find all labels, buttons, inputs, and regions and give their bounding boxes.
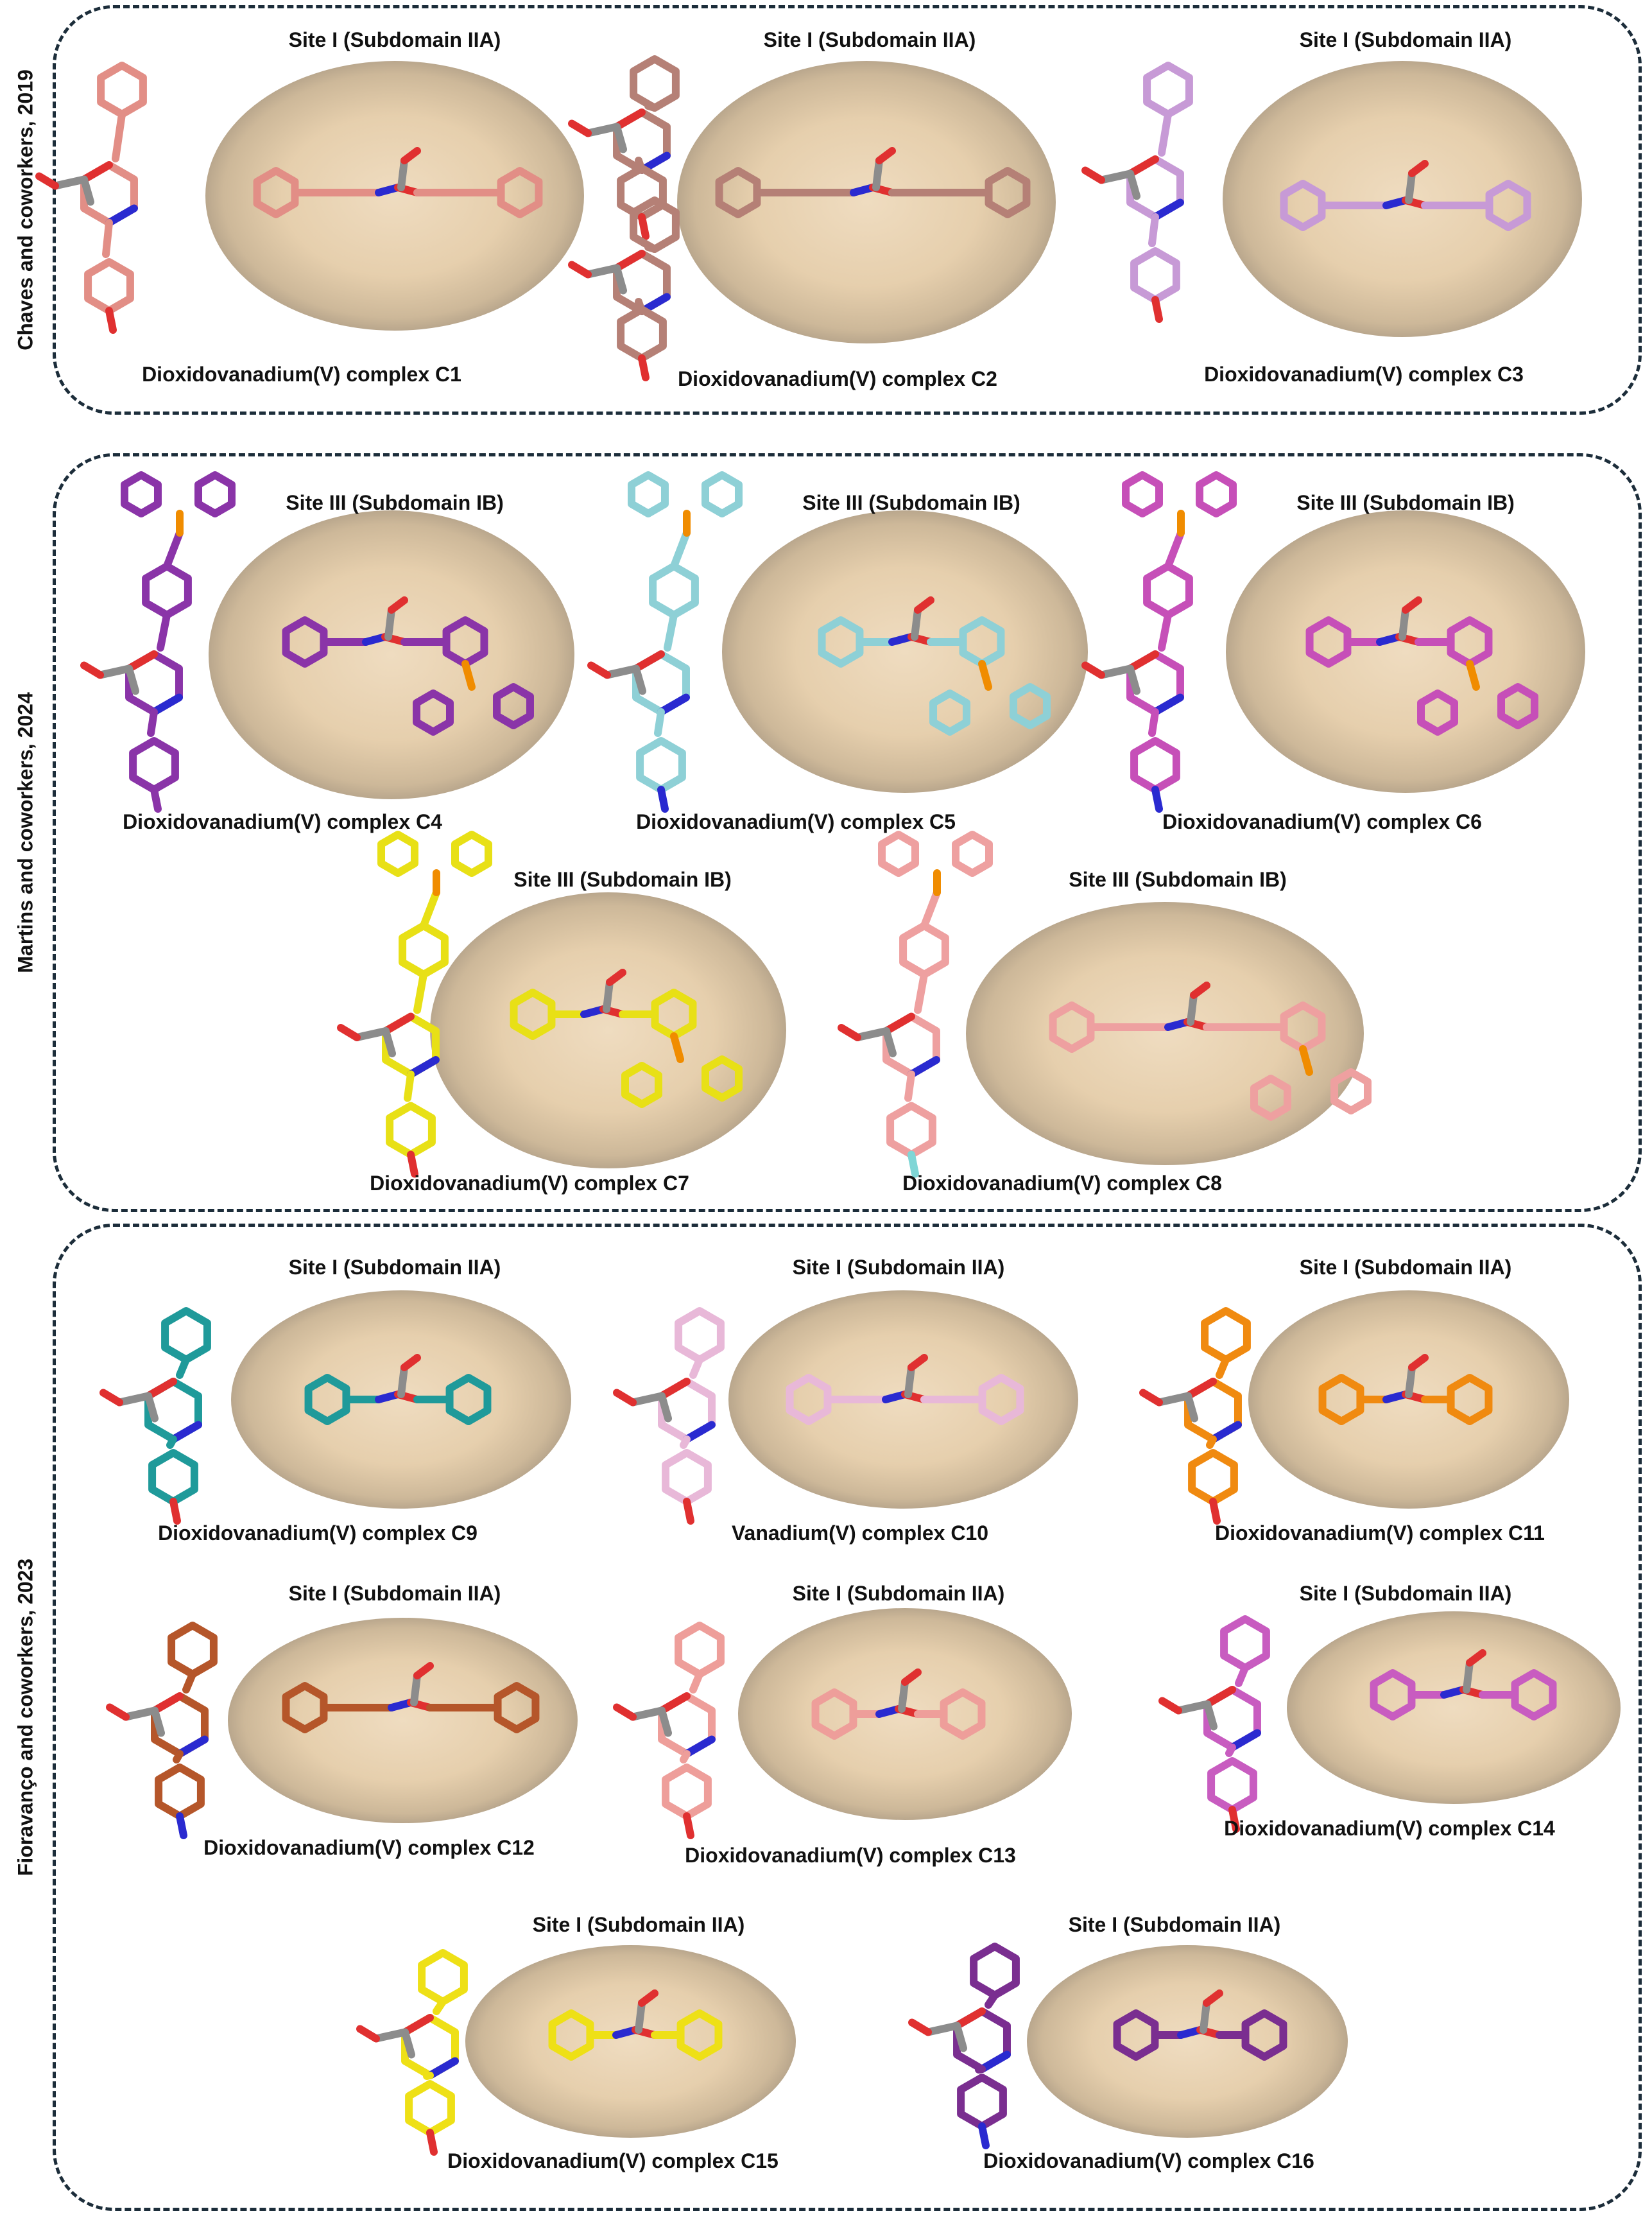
ligand-c16: [908, 1943, 1020, 2149]
group-chaves-2019: [53, 5, 1642, 415]
ligand-c8: [838, 831, 993, 1178]
site-label-c10: Site I (Subdomain IIA): [792, 1256, 1005, 1279]
ligand-c5: [587, 471, 743, 813]
site-label-c9: Site I (Subdomain IIA): [288, 1256, 501, 1279]
site-label-c15: Site I (Subdomain IIA): [532, 1913, 745, 1936]
complex-label-c3: Dioxidovanadium(V) complex C3: [1204, 363, 1524, 386]
group-fioravanco-2023: [53, 1224, 1642, 2211]
ligand-c12: [106, 1622, 218, 1839]
ligand-c4: [80, 471, 236, 813]
site-label-c1: Site I (Subdomain IIA): [288, 28, 501, 51]
ligand-c1: [35, 62, 147, 334]
ligand-c13: [613, 1622, 725, 1839]
ligand-c6: [1081, 471, 1237, 813]
site-label-c2: Site I (Subdomain IIA): [763, 28, 976, 51]
complex-label-c10: Vanadium(V) complex C10: [731, 1521, 989, 1545]
complex-label-c9: Dioxidovanadium(V) complex C9: [158, 1521, 478, 1545]
complex-label-c6: Dioxidovanadium(V) complex C6: [1162, 810, 1482, 833]
complex-label-c14: Dioxidovanadium(V) complex C14: [1224, 1817, 1555, 1840]
ligand-c2-lower: [568, 196, 680, 381]
docked-c16: [1113, 1989, 1287, 2061]
complex-label-c15: Dioxidovanadium(V) complex C15: [447, 2149, 779, 2172]
complex-label-c13: Dioxidovanadium(V) complex C13: [685, 1844, 1016, 1867]
docked-c9: [304, 1354, 492, 1425]
docked-c10: [786, 1354, 1024, 1425]
docked-c5: [818, 596, 1051, 736]
binding-pocket-c9: [231, 1290, 571, 1509]
binding-pocket-c1: [205, 61, 584, 331]
binding-pocket-c7: [430, 892, 786, 1168]
complex-label-c2: Dioxidovanadium(V) complex C2: [678, 367, 997, 390]
docked-c11: [1318, 1354, 1493, 1425]
binding-pocket-c8: [966, 902, 1364, 1165]
docked-c7: [510, 969, 743, 1108]
complex-label-c12: Dioxidovanadium(V) complex C12: [203, 1836, 535, 1859]
binding-pocket-c15: [465, 1945, 796, 2138]
ligand-c3: [1081, 62, 1193, 323]
docked-c12: [282, 1662, 540, 1733]
ligand-c15: [356, 1949, 468, 2156]
binding-pocket-c16: [1027, 1945, 1348, 2138]
site-label-c16: Site I (Subdomain IIA): [1068, 1913, 1281, 1936]
site-label-c6: Site III (Subdomain IB): [1296, 491, 1515, 514]
ligand-c9: [99, 1307, 211, 1525]
site-label-c7: Site III (Subdomain IB): [513, 868, 732, 891]
docked-c3: [1280, 160, 1531, 231]
ligand-c11: [1139, 1307, 1251, 1525]
docked-c2: [715, 147, 1031, 218]
site-label-c11: Site I (Subdomain IIA): [1299, 1256, 1512, 1279]
site-label-c12: Site I (Subdomain IIA): [288, 1582, 501, 1605]
docked-c6: [1305, 596, 1538, 736]
complex-label-c7: Dioxidovanadium(V) complex C7: [370, 1172, 689, 1195]
binding-pocket-c4: [209, 510, 574, 799]
docked-c13: [811, 1668, 986, 1740]
site-label-c3: Site I (Subdomain IIA): [1299, 28, 1512, 51]
site-label-c13: Site I (Subdomain IIA): [792, 1582, 1005, 1605]
complex-label-c11: Dioxidovanadium(V) complex C11: [1215, 1521, 1545, 1545]
docked-c4: [282, 596, 534, 736]
docked-c15: [548, 1989, 723, 2061]
complex-label-c5: Dioxidovanadium(V) complex C5: [636, 810, 956, 833]
complex-label-c1: Dioxidovanadium(V) complex C1: [142, 363, 461, 386]
complex-label-c4: Dioxidovanadium(V) complex C4: [123, 810, 442, 833]
site-label-c14: Site I (Subdomain IIA): [1299, 1582, 1512, 1605]
binding-pocket-c6: [1226, 510, 1585, 793]
site-label-c8: Site III (Subdomain IB): [1069, 868, 1287, 891]
site-label-c4: Site III (Subdomain IB): [286, 491, 504, 514]
binding-pocket-c11: [1248, 1290, 1569, 1509]
ligand-c10: [613, 1307, 725, 1525]
site-label-c5: Site III (Subdomain IB): [802, 491, 1020, 514]
binding-pocket-c14: [1287, 1611, 1621, 1804]
complex-label-c16: Dioxidovanadium(V) complex C16: [983, 2149, 1314, 2172]
complex-label-c8: Dioxidovanadium(V) complex C8: [902, 1172, 1222, 1195]
binding-pocket-c5: [722, 510, 1088, 793]
ligand-c2: [568, 55, 680, 240]
ligand-c14: [1158, 1615, 1270, 1833]
group-martins-2024: [53, 453, 1642, 1212]
docked-c14: [1370, 1649, 1557, 1720]
docked-c1: [253, 147, 543, 218]
docked-c8: [1049, 982, 1372, 1121]
ligand-c7: [337, 831, 492, 1178]
